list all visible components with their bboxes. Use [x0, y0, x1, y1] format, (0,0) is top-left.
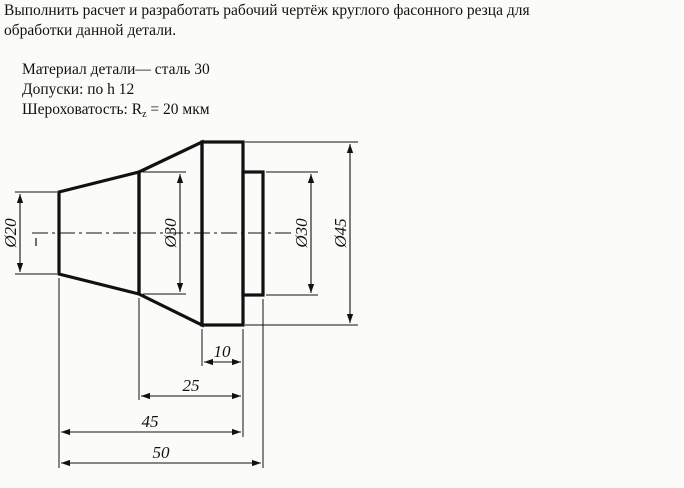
part-properties: Материал детали— сталь 30 Допуски: по h …: [22, 60, 210, 120]
roughness-subscript: z: [142, 109, 147, 120]
dim-l10-label: 10: [214, 342, 232, 361]
material-line: Материал детали— сталь 30: [22, 61, 210, 78]
dimension-lines: [16, 144, 354, 467]
roughness-label: Шероховатость: R: [22, 101, 143, 118]
dim-l50-label: 50: [153, 443, 171, 462]
task-line-2: обработки данной детали.: [4, 22, 177, 39]
dim-l45-label: 45: [142, 412, 159, 431]
roughness-line: Шероховатость: Rz = 20 мкм: [22, 100, 210, 120]
task-statement: Выполнить расчет и разработать рабочий ч…: [4, 1, 680, 41]
part-outline: [57, 139, 265, 328]
dim-d20-label: Ø20: [1, 218, 20, 249]
dim-d30-left-label: Ø30: [161, 218, 180, 249]
dim-l25-label: 25: [183, 376, 200, 395]
dim-d30-right-label: Ø30: [292, 218, 311, 249]
task-line-1: Выполнить расчет и разработать рабочий ч…: [4, 2, 530, 19]
extension-lines: [15, 141, 358, 468]
dim-d45-label: Ø45: [331, 218, 350, 248]
roughness-value: = 20 мкм: [146, 101, 210, 118]
tolerance-line: Допуски: по h 12: [22, 81, 135, 98]
